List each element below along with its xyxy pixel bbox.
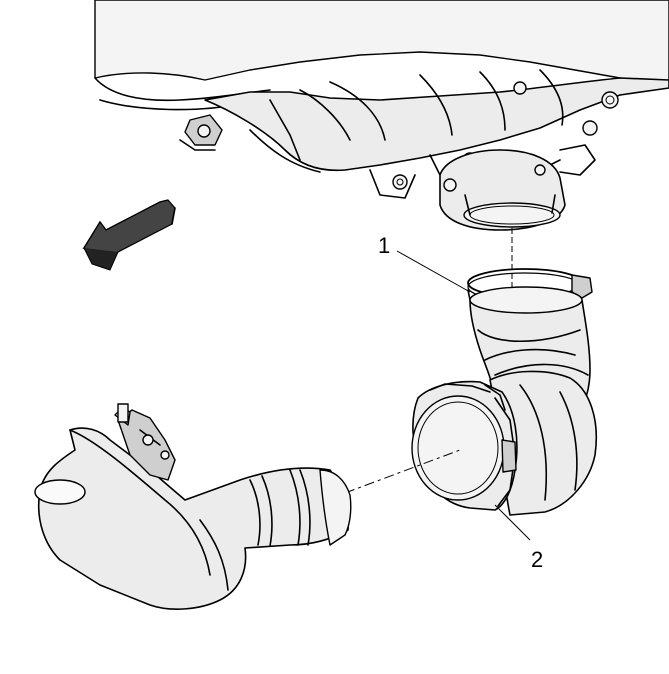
air-duct-lower-elbow	[489, 370, 598, 516]
leader-line-1	[396, 250, 471, 293]
air-cleaner-outlet-duct	[34, 403, 352, 610]
throttle-body	[439, 149, 566, 231]
coupling-2	[411, 380, 518, 511]
front-direction-arrow-icon	[82, 199, 176, 271]
callout-label-1: 1	[378, 233, 390, 258]
callout-label-2: 2	[531, 547, 543, 572]
clamp-1	[467, 268, 593, 302]
leader-line-2	[494, 504, 531, 541]
engine-intake-manifold	[94, 0, 669, 199]
